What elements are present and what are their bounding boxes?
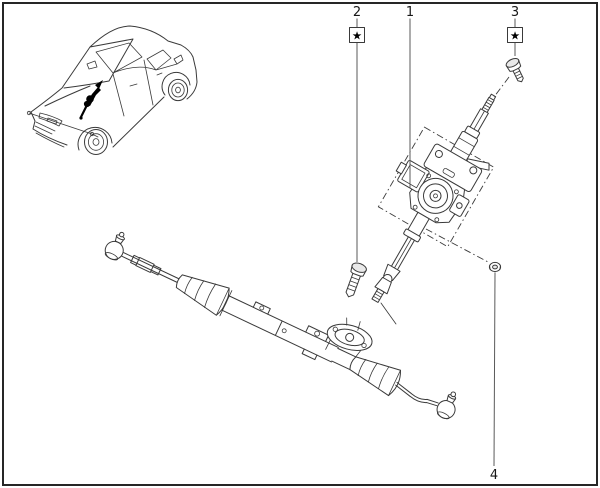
callout-1-number: 1 bbox=[406, 5, 414, 20]
callout-4-number: 4 bbox=[490, 468, 498, 483]
callout-2-number: 2 bbox=[353, 5, 361, 20]
right-boot-bellows bbox=[349, 356, 401, 397]
mount-bracket-1-hole bbox=[259, 305, 265, 311]
callout-3-star-icon: ★ bbox=[510, 29, 520, 43]
housing-mount-bracket-2 bbox=[301, 325, 330, 361]
right-housing-tube bbox=[331, 347, 357, 371]
pinion-mount-plate bbox=[325, 317, 373, 362]
callout-3-star-box bbox=[507, 27, 523, 43]
mount-bracket-2-hole bbox=[314, 330, 321, 337]
callout-3-number: 3 bbox=[511, 5, 519, 20]
callout-2: 2 ★ bbox=[349, 5, 365, 262]
ujoint-lower-yoke bbox=[374, 276, 392, 295]
housing-detail-boss bbox=[281, 328, 287, 334]
callout-4-leader bbox=[493, 272, 496, 467]
car-front-wheel bbox=[84, 129, 108, 155]
callout-4-assembly-axis bbox=[425, 228, 490, 263]
left-boot-ribs bbox=[184, 276, 233, 317]
upper-shaft-pinch-bolt bbox=[505, 57, 524, 83]
steering-column-assembly bbox=[371, 93, 497, 303]
car-rear-wheel bbox=[167, 78, 189, 102]
ecu-connector bbox=[395, 161, 407, 175]
rack-housing-tube bbox=[221, 295, 339, 363]
column-tube-seams bbox=[453, 137, 475, 156]
steering-column-location-highlight bbox=[79, 80, 103, 120]
left-tie-rod-end bbox=[104, 231, 125, 261]
bracket-slot bbox=[442, 168, 455, 178]
motor-housing-mid bbox=[423, 183, 448, 209]
callout-3-assembly-axis bbox=[493, 76, 510, 98]
bracket-bolt-hole-right bbox=[469, 166, 478, 175]
side-bracket-hole bbox=[456, 202, 463, 209]
column-upper-splines-hatch bbox=[482, 99, 494, 111]
side-bracket bbox=[449, 194, 470, 217]
car-front-details bbox=[34, 112, 65, 148]
right-boot-ribs bbox=[357, 358, 401, 396]
lower-stub-hatch bbox=[373, 290, 383, 301]
lower-shaft-seam bbox=[394, 238, 412, 269]
car-body-outline bbox=[30, 25, 198, 148]
right-tie-rod-end bbox=[436, 391, 457, 420]
callout-3: 3 ★ bbox=[493, 5, 523, 98]
eps-ecu-inner bbox=[401, 164, 426, 189]
right-tie-rod bbox=[395, 381, 439, 407]
gear-mounting-nut bbox=[488, 261, 502, 273]
callout-1: 1 bbox=[406, 5, 414, 188]
motor-housing-hub bbox=[429, 189, 442, 202]
bracket-bolt-hole-left bbox=[434, 149, 443, 158]
housing-mount-bracket-1 bbox=[252, 301, 271, 315]
car-glass-and-doors bbox=[86, 42, 184, 117]
left-inner-tie-rod bbox=[121, 251, 181, 284]
housing-bolts bbox=[412, 173, 459, 223]
callout-2-star-box bbox=[349, 27, 365, 43]
ujoint-pointer-line bbox=[380, 302, 397, 325]
column-lower-mount-bolt bbox=[345, 262, 367, 298]
callout-2-star-icon: ★ bbox=[352, 29, 362, 43]
steering-gear-assembly bbox=[104, 231, 457, 420]
vehicle-location-illustration bbox=[26, 25, 198, 155]
steering-rack-location-line bbox=[26, 110, 99, 138]
car-wheel-arches bbox=[77, 71, 191, 151]
motor-housing-center bbox=[433, 193, 438, 199]
callout-4: 4 bbox=[425, 228, 498, 483]
